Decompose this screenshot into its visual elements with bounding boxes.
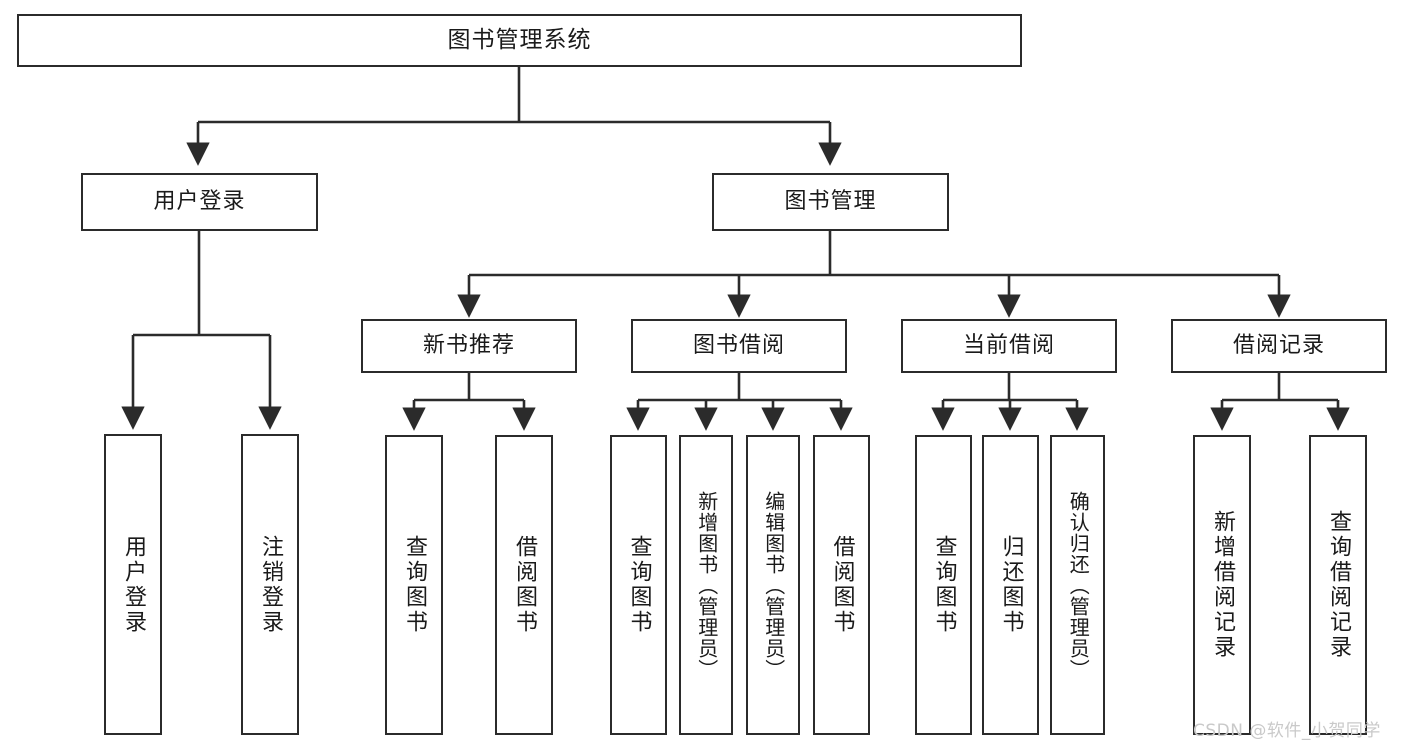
node-leaf-newbook-query-label: 查询图书 <box>401 535 427 635</box>
node-leaf-user-login-logout-label: 注销登录 <box>257 534 283 635</box>
node-leaf-user-login-logout[interactable]: 注销登录 <box>241 434 299 735</box>
node-leaf-borrow-query[interactable]: 查询图书 <box>610 435 667 735</box>
node-leaf-current-return-label: 归还图书 <box>998 535 1024 635</box>
node-leaf-records-query-label: 查询借阅记录 <box>1325 510 1351 660</box>
node-leaf-newbook-borrow-label: 借阅图书 <box>511 535 537 635</box>
node-leaf-current-query-label: 查询图书 <box>931 535 957 635</box>
node-leaf-borrow-add-admin[interactable]: 新增图书（管理员） <box>679 435 733 735</box>
node-current-borrow[interactable]: 当前借阅 <box>901 319 1117 373</box>
node-borrow-records-label: 借阅记录 <box>1232 332 1325 358</box>
node-leaf-current-confirm-admin[interactable]: 确认归还（管理员） <box>1050 435 1105 735</box>
node-user-login-label: 用户登录 <box>153 188 246 214</box>
node-new-book-recommend-label: 新书推荐 <box>422 332 515 358</box>
node-leaf-current-return[interactable]: 归还图书 <box>982 435 1039 735</box>
watermark-text: CSDN @软件_小贺同学 <box>1193 721 1381 741</box>
node-book-management-label: 图书管理 <box>784 188 877 214</box>
node-book-borrow-label: 图书借阅 <box>692 332 785 358</box>
node-leaf-borrow-edit-admin[interactable]: 编辑图书（管理员） <box>746 435 800 735</box>
node-leaf-borrow-borrow[interactable]: 借阅图书 <box>813 435 870 735</box>
node-book-borrow[interactable]: 图书借阅 <box>631 319 847 373</box>
node-root[interactable]: 图书管理系统 <box>17 14 1022 67</box>
node-leaf-borrow-query-label: 查询图书 <box>626 535 652 635</box>
node-leaf-current-confirm-admin-label: 确认归还（管理员） <box>1066 490 1091 680</box>
node-leaf-newbook-query[interactable]: 查询图书 <box>385 435 443 735</box>
node-leaf-borrow-edit-admin-label: 编辑图书（管理员） <box>761 490 786 680</box>
node-root-label: 图书管理系统 <box>447 26 592 53</box>
node-leaf-borrow-add-admin-label: 新增图书（管理员） <box>694 490 719 680</box>
node-leaf-records-add[interactable]: 新增借阅记录 <box>1193 435 1251 735</box>
node-leaf-records-query[interactable]: 查询借阅记录 <box>1309 435 1367 735</box>
node-current-borrow-label: 当前借阅 <box>962 332 1055 358</box>
node-leaf-user-login-login-label: 用户登录 <box>120 534 146 635</box>
node-leaf-user-login-login[interactable]: 用户登录 <box>104 434 162 735</box>
node-book-management[interactable]: 图书管理 <box>712 173 949 231</box>
node-leaf-newbook-borrow[interactable]: 借阅图书 <box>495 435 553 735</box>
node-leaf-borrow-borrow-label: 借阅图书 <box>829 535 855 635</box>
node-leaf-records-add-label: 新增借阅记录 <box>1209 510 1235 660</box>
node-user-login[interactable]: 用户登录 <box>81 173 318 231</box>
node-borrow-records[interactable]: 借阅记录 <box>1171 319 1387 373</box>
node-new-book-recommend[interactable]: 新书推荐 <box>361 319 577 373</box>
node-leaf-current-query[interactable]: 查询图书 <box>915 435 972 735</box>
